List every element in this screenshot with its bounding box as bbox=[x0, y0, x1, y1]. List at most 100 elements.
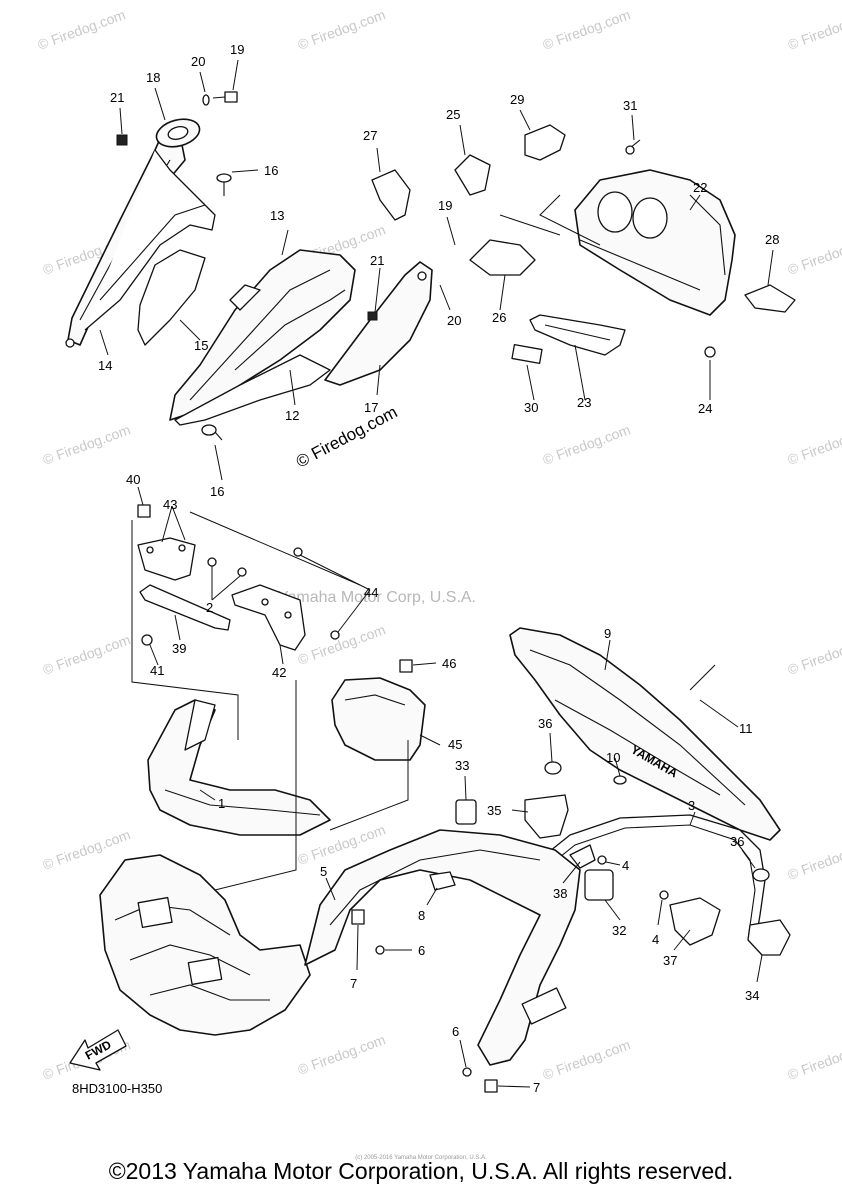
part-22-meter-housing bbox=[574, 169, 736, 316]
callout-6b: 6 bbox=[452, 1024, 459, 1039]
callout-23: 23 bbox=[577, 395, 591, 410]
fwd-arrow-icon: FWD bbox=[69, 1029, 127, 1071]
part-29-cover bbox=[524, 124, 566, 161]
callout-28: 28 bbox=[765, 232, 779, 247]
part-10-grommet bbox=[613, 775, 627, 785]
part-32-damper bbox=[584, 869, 614, 901]
part-1-bumper bbox=[147, 699, 331, 836]
callout-2: 2 bbox=[206, 600, 213, 615]
part-40-bolt bbox=[137, 504, 151, 518]
callout-3: 3 bbox=[688, 798, 695, 813]
callout-37: 37 bbox=[663, 953, 677, 968]
diagram-code: 8HD3100-H350 bbox=[72, 1081, 162, 1096]
part-38-clip bbox=[569, 844, 596, 869]
firedog-mark: © Firedog.com bbox=[293, 402, 401, 471]
tiny-copyright-note: (c) 2005-2016 Yamaha Motor Corporation, … bbox=[355, 1155, 487, 1161]
part-16-bolt-top bbox=[216, 173, 232, 196]
callouts: 1 2 3 4 4 5 6 6 7 7 8 9 10 11 12 13 14 1… bbox=[98, 42, 779, 1095]
callout-25: 25 bbox=[446, 107, 460, 122]
part-27-cover bbox=[371, 169, 411, 221]
watermark: © Firedog.com bbox=[296, 1031, 388, 1078]
callout-9: 9 bbox=[604, 626, 611, 641]
part-14-side-cowl bbox=[65, 127, 216, 348]
watermark: © Firedog.com bbox=[41, 421, 133, 468]
callout-21: 21 bbox=[110, 90, 124, 105]
callout-19: 19 bbox=[230, 42, 244, 57]
part-23-bracket bbox=[529, 314, 626, 356]
part-7-clip-lower bbox=[484, 1079, 498, 1093]
callout-4b: 4 bbox=[652, 932, 659, 947]
part-31-bolt bbox=[625, 139, 641, 155]
callout-17: 17 bbox=[364, 400, 378, 415]
callout-16: 16 bbox=[264, 163, 278, 178]
watermark: © Firedog.com bbox=[541, 1036, 633, 1083]
callout-7: 7 bbox=[350, 976, 357, 991]
callout-30: 30 bbox=[524, 400, 538, 415]
part-20-washer bbox=[202, 94, 210, 106]
callout-45: 45 bbox=[448, 737, 462, 752]
part-45-guard bbox=[331, 677, 426, 761]
callout-40: 40 bbox=[126, 472, 140, 487]
part-13-cowl bbox=[169, 249, 356, 421]
callout-7b: 7 bbox=[533, 1080, 540, 1095]
watermark: © Firedog.com bbox=[296, 621, 388, 668]
part-5-side-cover bbox=[304, 829, 581, 1066]
watermark: © Firedog.com bbox=[786, 421, 842, 468]
watermark: © Firedog.com bbox=[786, 631, 842, 678]
part-24-bolt bbox=[704, 346, 716, 358]
callout-43: 43 bbox=[163, 497, 177, 512]
callout-18: 18 bbox=[146, 70, 160, 85]
part-42-bracket bbox=[231, 584, 306, 651]
part-36-cap-top bbox=[544, 761, 562, 775]
part-6-bolt-upper bbox=[375, 945, 385, 955]
watermark: © Firedog.com bbox=[541, 421, 633, 468]
callout-16b: 16 bbox=[210, 484, 224, 499]
assembly-lines bbox=[131, 194, 601, 891]
part-44-bolts bbox=[293, 547, 340, 640]
callout-20: 20 bbox=[191, 54, 205, 69]
watermark: © Firedog.com bbox=[541, 6, 633, 53]
watermark: © Firedog.com bbox=[296, 6, 388, 53]
callout-29: 29 bbox=[510, 92, 524, 107]
callout-42: 42 bbox=[272, 665, 286, 680]
part-6-bolt-lower bbox=[462, 1067, 472, 1077]
watermark: © Firedog.com bbox=[786, 1036, 842, 1083]
part-25-panel bbox=[454, 154, 491, 196]
part-15-panel bbox=[137, 249, 206, 346]
part-21-clip bbox=[116, 134, 128, 146]
callout-20b: 20 bbox=[447, 313, 461, 328]
callout-35: 35 bbox=[487, 803, 501, 818]
callout-10: 10 bbox=[606, 750, 620, 765]
part-9-panel: YAMAHA bbox=[509, 627, 781, 841]
callout-34: 34 bbox=[745, 988, 759, 1003]
callout-19b: 19 bbox=[438, 198, 452, 213]
part-28-clip bbox=[744, 284, 796, 313]
callout-15: 15 bbox=[194, 338, 208, 353]
callout-8: 8 bbox=[418, 908, 425, 923]
part-34-bracket bbox=[747, 919, 791, 956]
part-35-bracket bbox=[524, 794, 569, 839]
part-7-clip-upper bbox=[351, 909, 365, 925]
part-18-ring bbox=[155, 118, 201, 148]
part-8-clip bbox=[429, 871, 456, 891]
callout-44: 44 bbox=[364, 585, 378, 600]
part-33-damper bbox=[455, 799, 477, 825]
callout-5: 5 bbox=[320, 864, 327, 879]
part-4-bolts bbox=[597, 855, 669, 900]
callout-46: 46 bbox=[442, 656, 456, 671]
part-36-cap-right bbox=[752, 868, 770, 882]
part-26-panel bbox=[469, 239, 536, 276]
callout-39: 39 bbox=[172, 641, 186, 656]
callout-32: 32 bbox=[612, 923, 626, 938]
part-11-antenna bbox=[689, 664, 716, 691]
callout-14: 14 bbox=[98, 358, 112, 373]
callout-21b: 21 bbox=[370, 253, 384, 268]
callout-13: 13 bbox=[270, 208, 284, 223]
copyright-footer: ©2013 Yamaha Motor Corporation, U.S.A. A… bbox=[108, 1158, 734, 1184]
part-41-nut bbox=[141, 634, 153, 646]
part-12-lower-cowl bbox=[174, 354, 331, 426]
brand-watermark: Yamaha Motor Corp, U.S.A. bbox=[278, 589, 476, 606]
part-16-bolt-lower bbox=[201, 424, 223, 441]
part-17-side-panel bbox=[324, 261, 433, 386]
part-43-bracket bbox=[137, 537, 196, 581]
